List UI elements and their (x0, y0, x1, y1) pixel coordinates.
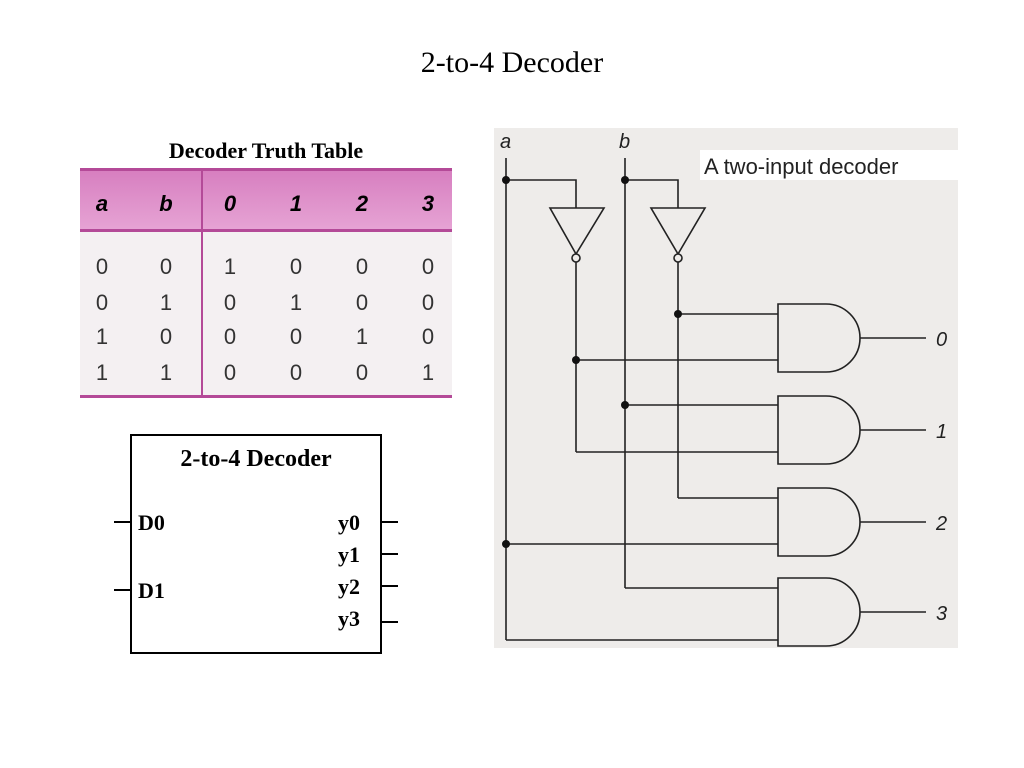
pin-y3 (382, 621, 398, 623)
circuit-svg: A two-input decoder a b 0 1 2 3 (500, 131, 958, 647)
table-cell: 0 (223, 360, 237, 385)
circuit-title-bg (700, 150, 958, 180)
and-gate-2 (777, 487, 861, 557)
port-y1: y1 (338, 542, 360, 567)
junction-dot (674, 310, 682, 318)
wire-a-to-not (506, 179, 577, 208)
not-gate-a-bubble (571, 253, 581, 263)
pin-y0 (382, 521, 398, 523)
truth-table-panel: Decoder Truth Table a b 0 1 2 3 0 0 1 0 … (80, 134, 452, 400)
not-gate-b-bubble (673, 253, 683, 263)
truth-table: a b 0 1 2 3 0 0 1 0 0 0 0 1 0 1 0 0 1 0 … (80, 168, 452, 398)
junction-dot (621, 401, 629, 409)
header-2: 2 (355, 191, 369, 216)
pin-y1 (382, 553, 398, 555)
table-cell: 0 (95, 254, 109, 279)
table-cell: 1 (95, 360, 109, 385)
table-cell: 0 (223, 324, 237, 349)
pin-y2 (382, 585, 398, 587)
table-cell: 0 (421, 324, 435, 349)
table-cell: 1 (355, 324, 369, 349)
table-cell: 0 (355, 290, 369, 315)
circuit-output-3: 3 (936, 603, 947, 625)
port-y3: y3 (338, 606, 360, 631)
slide-title: 2-to-4 Decoder (420, 46, 604, 79)
not-gate-b (649, 207, 707, 256)
header-3: 3 (421, 191, 435, 216)
decoder-block-title: 2-to-4 Decoder (180, 446, 332, 472)
table-cell: 0 (289, 254, 303, 279)
table-cell: 0 (289, 324, 303, 349)
header-1: 1 (289, 191, 303, 216)
port-y2: y2 (338, 574, 360, 599)
header-a: a (95, 191, 109, 216)
and-gate-1 (777, 395, 861, 465)
table-cell: 1 (95, 324, 109, 349)
truth-table-divider (201, 168, 203, 398)
table-cell: 1 (159, 360, 173, 385)
circuit-output-0: 0 (936, 329, 947, 351)
table-cell: 0 (421, 254, 435, 279)
table-cell: 1 (223, 254, 237, 279)
table-cell: 0 (289, 360, 303, 385)
pin-d0 (114, 521, 130, 523)
junction-dot (572, 356, 580, 364)
truth-table-bottom-rule (80, 395, 452, 398)
port-d0: D0 (138, 510, 165, 535)
table-cell: 1 (421, 360, 435, 385)
table-cell: 0 (355, 360, 369, 385)
circuit-title: A two-input decoder (704, 154, 898, 179)
table-cell: 0 (95, 290, 109, 315)
header-0: 0 (223, 191, 237, 216)
not-gate-a (548, 207, 606, 256)
junction-dot (502, 176, 510, 184)
table-cell: 0 (421, 290, 435, 315)
truth-table-title: Decoder Truth Table (168, 138, 364, 163)
table-cell: 1 (159, 290, 173, 315)
pin-d1 (114, 589, 130, 591)
decoder-circuit: A two-input decoder a b 0 1 2 3 (494, 128, 958, 648)
truth-table-header-band (80, 168, 452, 232)
wire-b-to-not (625, 179, 679, 208)
table-cell: 0 (355, 254, 369, 279)
junction-dot (502, 540, 510, 548)
table-cell: 1 (289, 290, 303, 315)
circuit-output-2: 2 (935, 513, 947, 535)
table-cell: 0 (159, 254, 173, 279)
circuit-input-a: a (500, 131, 511, 153)
circuit-input-b: b (619, 131, 630, 153)
table-cell: 0 (159, 324, 173, 349)
port-d1: D1 (138, 578, 165, 603)
and-gate-3 (777, 577, 861, 647)
port-y0: y0 (338, 510, 360, 535)
circuit-output-1: 1 (936, 421, 947, 443)
junction-dot (621, 176, 629, 184)
header-b: b (159, 191, 173, 216)
decoder-block: 2-to-4 Decoder D0 D1 y0 y1 y2 y3 (130, 434, 382, 654)
table-cell: 0 (223, 290, 237, 315)
and-gate-0 (777, 303, 861, 373)
